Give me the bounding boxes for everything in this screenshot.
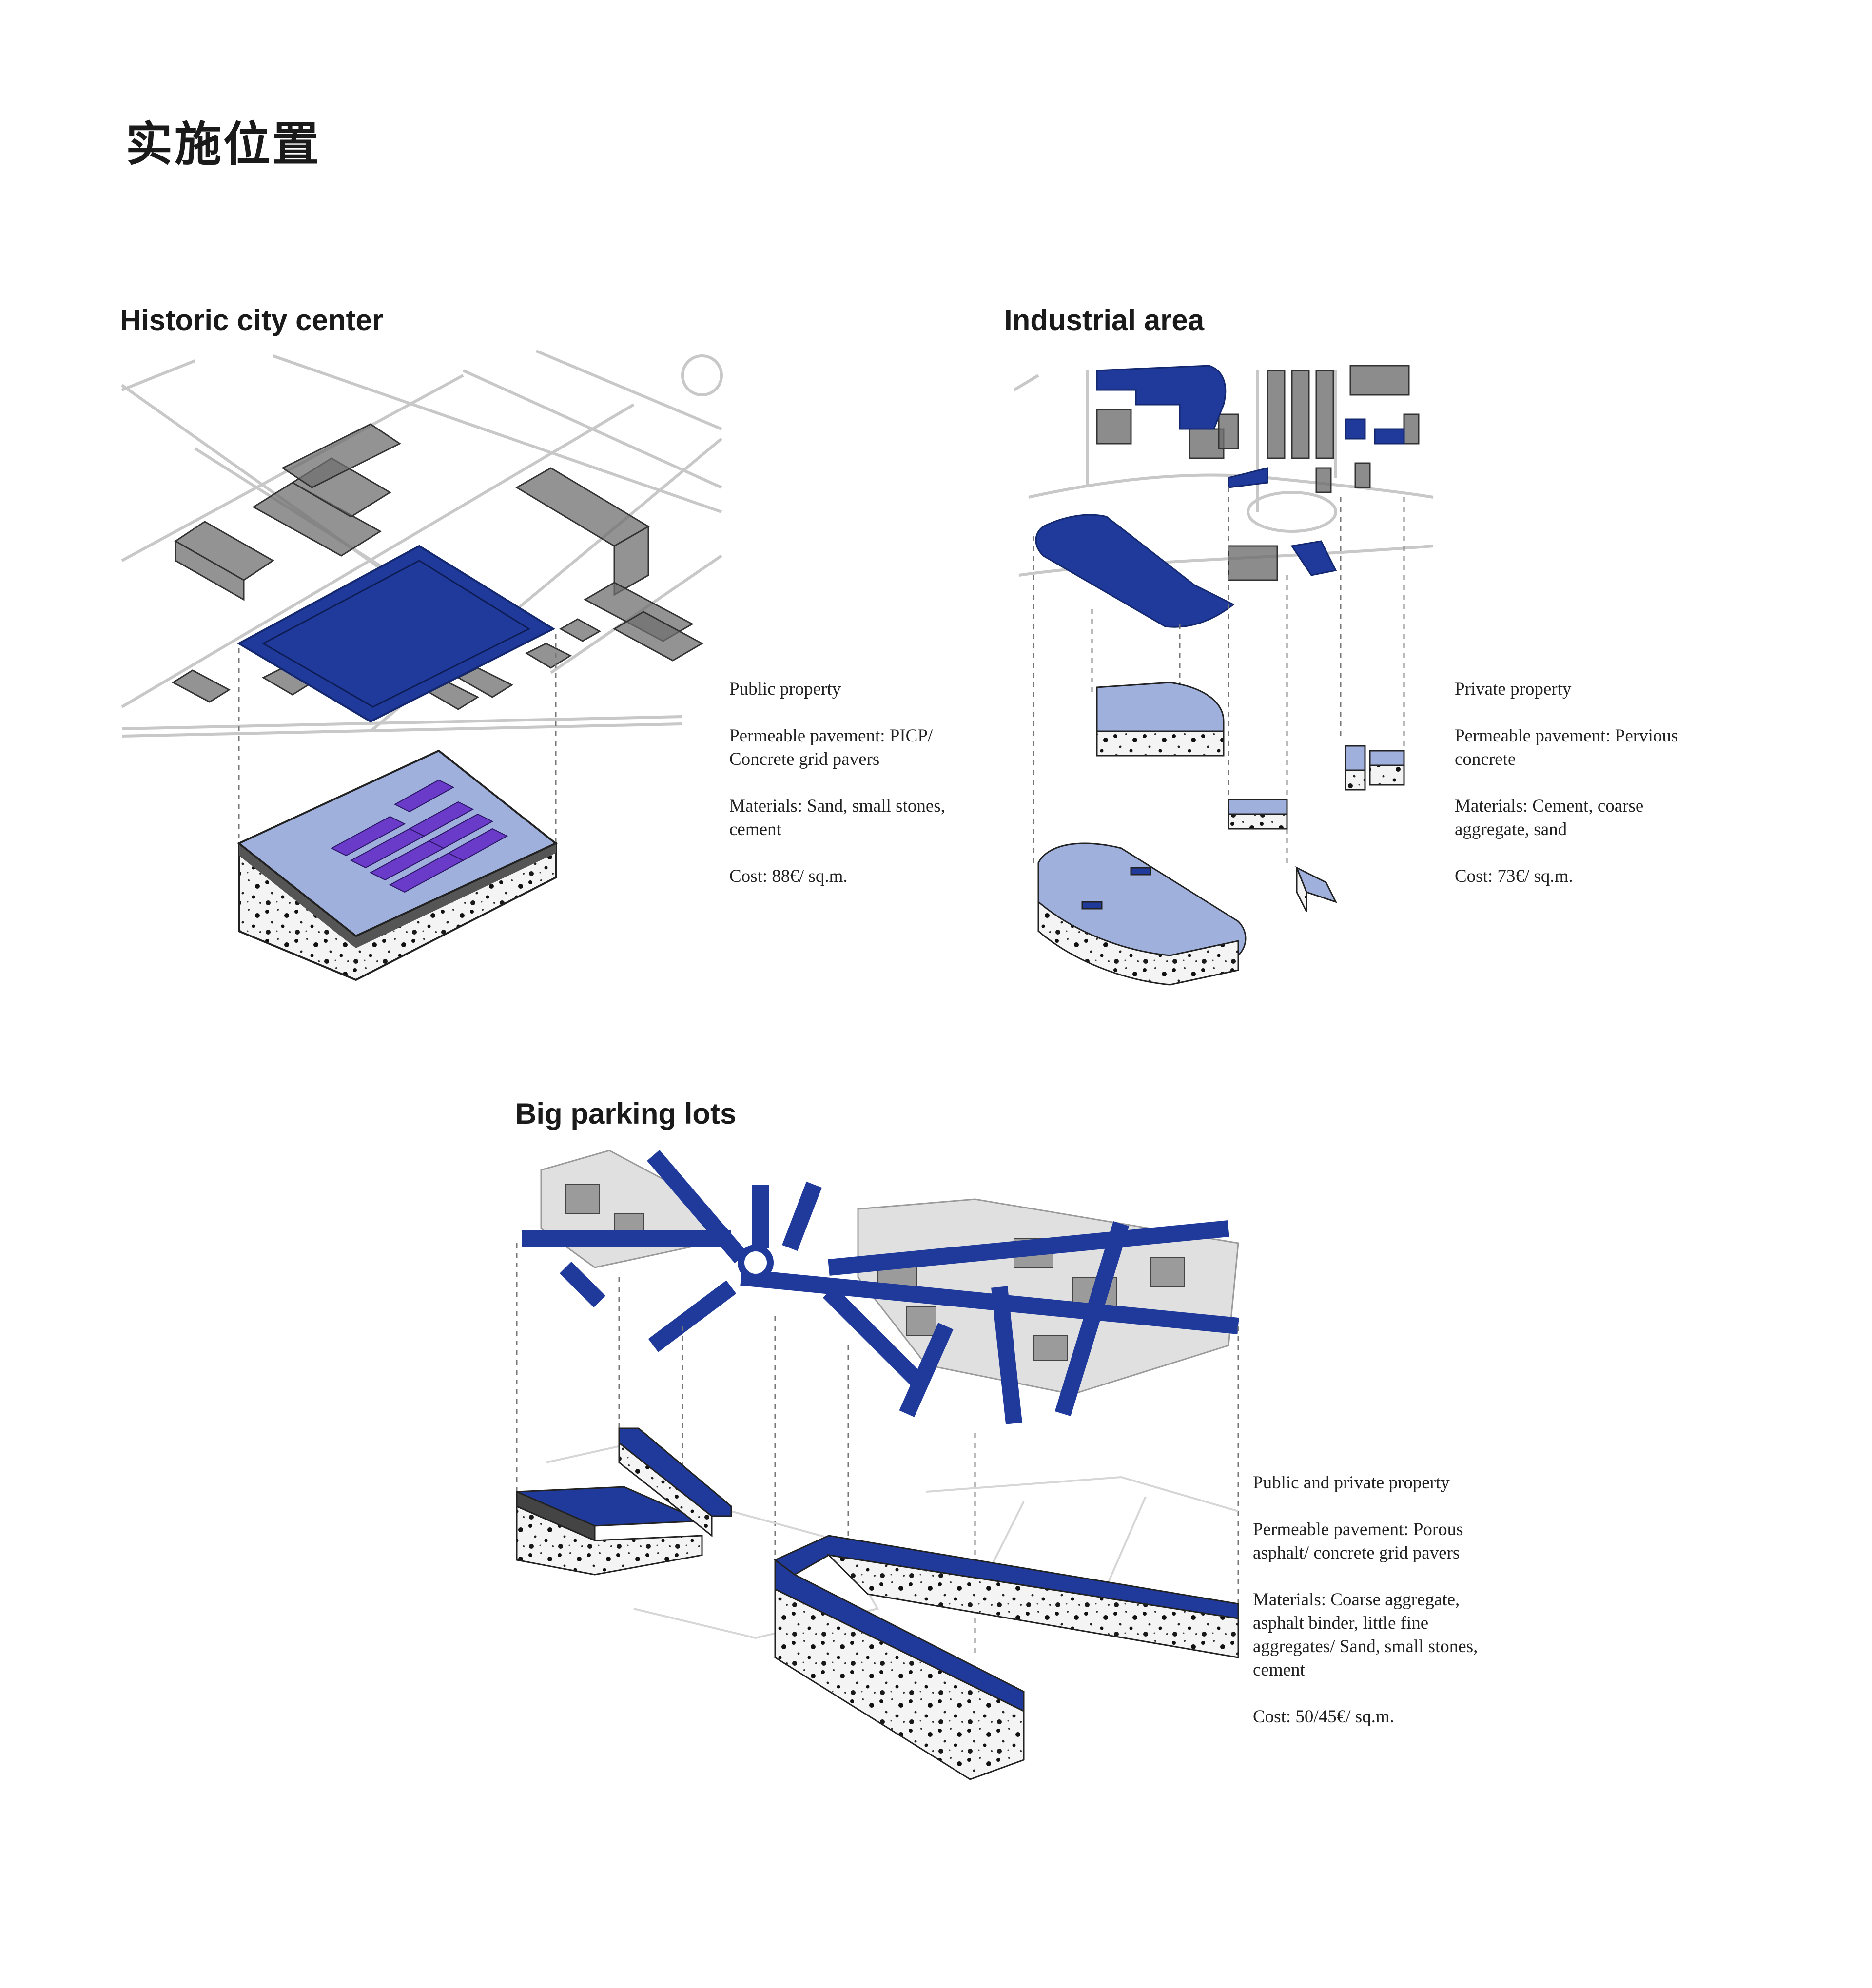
industrial-pavement-line-1: Permeable pavement: Pervious [1455,726,1678,746]
parking-materials-line-2: asphalt binder, little fine [1253,1613,1429,1633]
industrial-section-title: Industrial area [1004,304,1205,336]
historic-materials-line-1: Materials: Sand, small stones, [729,796,945,816]
parking-projection-lines [516,1243,1239,1657]
historic-projection-lines [238,634,557,843]
parking-materials-line-3: aggregates/ Sand, small stones, [1253,1637,1478,1657]
industrial-pavement-line-2: concrete [1455,749,1516,769]
historic-grid-pavers [330,779,508,893]
historic-pavement-line-1: Permeable pavement: PICP/ [729,726,933,746]
historic-pavement-line-2: Concrete grid pavers [729,749,880,769]
historic-materials-line-2: cement [729,819,781,839]
parking-pavement-line-2: asphalt/ concrete grid pavers [1253,1543,1460,1563]
parking-materials-line-1: Materials: Coarse aggregate, [1253,1590,1460,1610]
industrial-buildings [1096,365,1420,581]
page-title: 实施位置 [126,117,321,172]
industrial-info-panel: Private property Permeable pavement: Per… [1455,678,1757,912]
industrial-materials-line-2: aggregate, sand [1455,819,1567,839]
parking-pavement-sections [516,1427,1239,1780]
parking-cost: Cost: 50/45€/ sq.m. [1253,1707,1394,1727]
industrial-materials-line-1: Materials: Cement, coarse [1455,796,1644,816]
parking-property: Public and private property [1253,1473,1450,1493]
historic-buildings [172,423,704,710]
historic-cost: Cost: 88€/ sq.m. [729,866,848,886]
industrial-cost: Cost: 73€/ sq.m. [1455,866,1573,886]
parking-blue-street-network [522,1150,1239,1424]
industrial-area-diagram [1013,365,1434,986]
historic-parking-plaza [236,545,556,723]
parking-pavement-line-1: Permeable pavement: Porous [1253,1520,1463,1540]
historic-info-panel: Public property Permeable pavement: PICP… [729,678,1012,912]
parking-lots-diagram [516,1150,1239,1780]
parking-materials-line-4: cement [1253,1660,1305,1680]
industrial-pavement-sections [1037,682,1405,986]
parking-roundabout [738,1245,774,1281]
industrial-property: Private property [1455,679,1572,699]
historic-section-title: Historic city center [120,304,384,336]
historic-center-diagram [121,350,723,981]
industrial-street-map [1013,370,1434,577]
parking-section-title: Big parking lots [515,1097,737,1130]
industrial-blue-lots [1035,365,1405,628]
historic-pavement-section [237,749,558,981]
parking-info-panel: Public and private property Permeable pa… [1253,1471,1555,1752]
historic-property: Public property [729,679,841,699]
